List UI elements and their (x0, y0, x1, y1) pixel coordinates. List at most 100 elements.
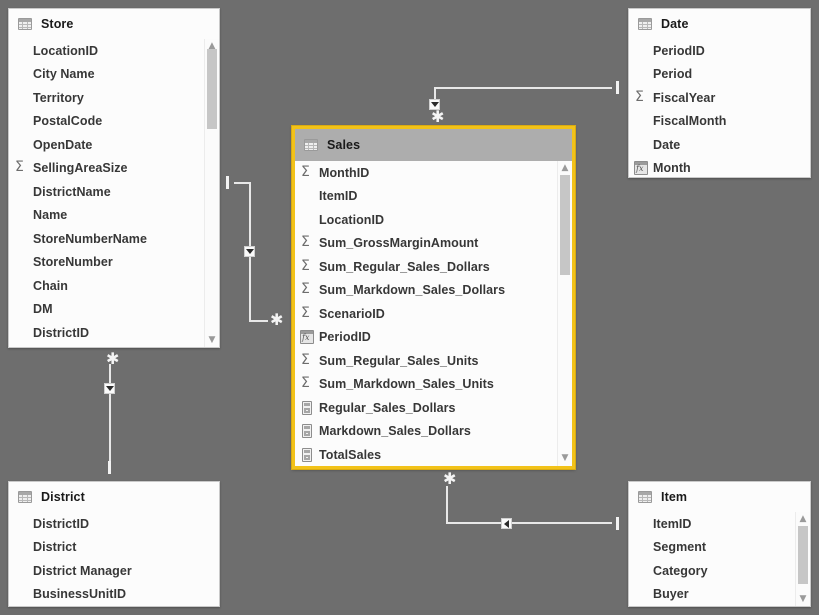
table-card-date[interactable]: DatePeriodIDPeriodFiscalYearFiscalMonthD… (628, 8, 811, 178)
field-row[interactable]: ItemID (629, 512, 810, 536)
field-row[interactable]: StoreNumberName (9, 227, 219, 251)
field-row[interactable]: District Manager (9, 559, 219, 583)
field-row[interactable]: Date (629, 133, 810, 157)
field-row[interactable]: BusinessUnitID (9, 583, 219, 607)
sigma-aggregate-icon (300, 234, 314, 250)
field-row[interactable]: PostalCode (9, 110, 219, 134)
measure-calculator-icon (302, 400, 312, 415)
relationship-line-store-district[interactable] (109, 364, 111, 466)
cross-filter-arrow-store-district[interactable] (104, 383, 115, 394)
field-row[interactable]: Period (629, 63, 810, 87)
field-row[interactable]: Month (629, 157, 810, 178)
field-label: LocationID (319, 212, 385, 227)
field-row[interactable]: Segment (629, 536, 810, 560)
field-label: City Name (33, 67, 95, 82)
field-label: Sum_Markdown_Sales_Dollars (319, 283, 506, 298)
sigma-aggregate-icon (634, 89, 648, 105)
field-row[interactable]: PeriodID (629, 39, 810, 63)
relationship-line-store-sales-bottom[interactable] (249, 320, 268, 322)
table-header-sales[interactable]: Sales (295, 129, 572, 161)
field-row[interactable]: MonthID (295, 161, 572, 185)
field-row[interactable]: Sum_Regular_Sales_Dollars (295, 255, 572, 279)
field-row[interactable]: ScenarioID (295, 302, 572, 326)
field-label: StoreNumberName (33, 231, 147, 246)
table-title: District (41, 490, 85, 504)
scrollbar-item[interactable]: ▲▼ (795, 512, 810, 606)
field-label: Sum_Regular_Sales_Dollars (319, 259, 490, 274)
field-row[interactable]: TotalSales (295, 443, 572, 466)
cardinality-many-store-district: ✱ (106, 349, 120, 368)
table-header-district[interactable]: District (9, 482, 219, 512)
relationship-line-date-sales-horizontal[interactable] (434, 87, 612, 89)
sigma-aggregate-icon (300, 375, 314, 391)
field-row[interactable]: OpenDate (9, 133, 219, 157)
field-row[interactable]: SellingAreaSize (9, 157, 219, 181)
scrollbar-store[interactable]: ▲▼ (204, 39, 219, 347)
field-row[interactable]: Territory (9, 86, 219, 110)
field-label: LocationID (33, 43, 99, 58)
table-field-list-date[interactable]: PeriodIDPeriodFiscalYearFiscalMonthDateM… (629, 39, 810, 178)
scrollbar-thumb[interactable] (207, 49, 217, 129)
field-row[interactable]: Chain (9, 274, 219, 298)
scrollbar-thumb[interactable] (798, 526, 808, 584)
field-label: District (33, 540, 77, 555)
field-row[interactable]: FiscalYear (629, 86, 810, 110)
cross-filter-arrow-store-sales[interactable] (244, 246, 255, 257)
table-header-date[interactable]: Date (629, 9, 810, 39)
field-label: DistrictName (33, 184, 111, 199)
scroll-down-arrow-icon[interactable]: ▼ (561, 453, 569, 463)
field-row[interactable]: Markdown_Sales_Dollars (295, 420, 572, 444)
cardinality-one-district (108, 461, 111, 474)
field-row[interactable]: DM (9, 298, 219, 322)
field-row[interactable]: PeriodID (295, 326, 572, 350)
field-row[interactable]: StoreNumber (9, 251, 219, 275)
field-row[interactable]: FiscalMonth (629, 110, 810, 134)
field-row[interactable]: Buyer (629, 583, 810, 607)
scroll-down-arrow-icon[interactable]: ▼ (799, 594, 807, 604)
field-row[interactable]: City Name (9, 63, 219, 87)
cross-filter-arrow-sales-item[interactable] (501, 518, 512, 529)
relationship-line-date-sales-vertical[interactable] (434, 87, 436, 100)
scrollbar-sales[interactable]: ▲▼ (557, 161, 572, 466)
field-row[interactable]: District (9, 536, 219, 560)
field-row[interactable]: Sum_Regular_Sales_Units (295, 349, 572, 373)
field-label: StoreNumber (33, 255, 113, 270)
field-row[interactable]: Regular_Sales_Dollars (295, 396, 572, 420)
scroll-up-arrow-icon[interactable]: ▲ (799, 514, 807, 524)
field-row[interactable]: LocationID (295, 208, 572, 232)
field-row[interactable]: Category (629, 559, 810, 583)
field-row[interactable]: DistrictName (9, 180, 219, 204)
field-label: BusinessUnitID (33, 587, 127, 602)
scroll-down-arrow-icon[interactable]: ▼ (208, 335, 216, 345)
field-label: PeriodID (319, 330, 371, 345)
scroll-up-arrow-icon[interactable]: ▲ (208, 41, 216, 51)
field-row[interactable]: Sum_GrossMarginAmount (295, 232, 572, 256)
relationship-line-store-sales-top[interactable] (234, 182, 251, 184)
scroll-up-arrow-icon[interactable]: ▲ (561, 163, 569, 173)
field-row[interactable]: DistrictID (9, 321, 219, 345)
scrollbar-thumb[interactable] (560, 175, 570, 275)
field-row[interactable]: LocationID (9, 39, 219, 63)
field-label: Date (653, 137, 681, 152)
table-header-item[interactable]: Item (629, 482, 810, 512)
field-row[interactable]: Sum_Markdown_Sales_Dollars (295, 279, 572, 303)
field-label: Month (653, 161, 691, 176)
field-row[interactable]: ItemID (295, 185, 572, 209)
relationship-line-sales-item-vertical[interactable] (446, 486, 448, 523)
table-icon (18, 491, 32, 503)
cross-filter-arrow-date-sales[interactable] (429, 99, 440, 110)
field-row[interactable]: Sum_Markdown_Sales_Units (295, 373, 572, 397)
field-row[interactable]: DistrictID (9, 512, 219, 536)
relationship-line-sales-item-horizontal[interactable] (446, 522, 612, 524)
table-header-store[interactable]: Store (9, 9, 219, 39)
field-row[interactable]: Name (9, 204, 219, 228)
table-card-sales[interactable]: SalesMonthIDItemID LocationID Sum_GrossMar… (292, 126, 575, 469)
